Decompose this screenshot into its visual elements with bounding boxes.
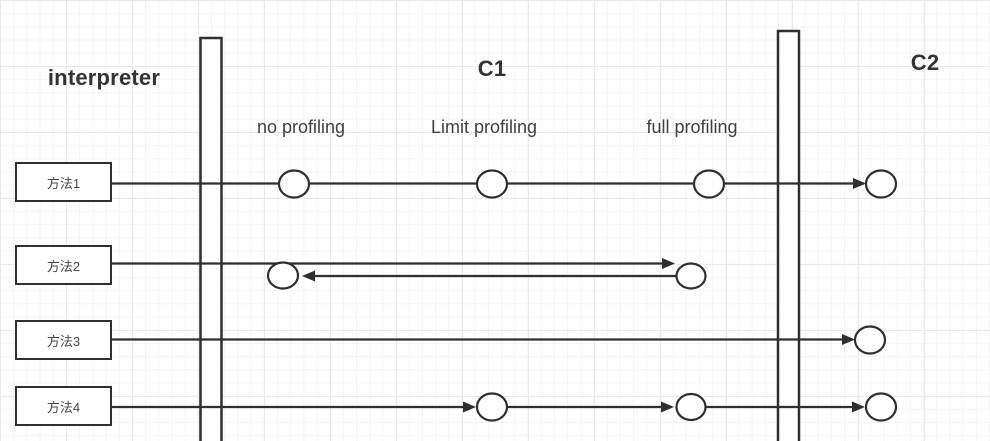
arrow-head-right xyxy=(661,401,674,413)
method-box-label: 方法3 xyxy=(46,333,81,349)
arrow-head-right xyxy=(842,334,855,345)
label-full-profiling: full profiling xyxy=(646,117,738,137)
flow-method3 xyxy=(112,325,887,355)
method-box-label: 方法2 xyxy=(46,258,81,274)
header-interpreter: interpreter xyxy=(47,65,161,90)
state-circle-full-profiling xyxy=(675,392,707,422)
label-no-profiling: no profiling xyxy=(256,117,346,137)
state-circle-c2 xyxy=(864,392,898,422)
method-box-label: 方法4 xyxy=(46,399,81,415)
arrow-head-left xyxy=(302,270,315,282)
header-c1: C1 xyxy=(477,56,507,81)
arrow-head-right xyxy=(852,401,865,413)
state-circle-c2 xyxy=(864,169,898,199)
header-c2: C2 xyxy=(910,50,940,75)
flow-method2 xyxy=(112,258,707,290)
state-circle-left xyxy=(266,261,300,290)
vertical-bar-right xyxy=(776,29,801,441)
vertical-bar-left xyxy=(199,36,223,441)
state-circle-limit-profiling xyxy=(475,392,509,422)
arrow-head-right xyxy=(463,401,476,413)
state-circle-limit-profiling xyxy=(475,169,509,199)
method-box-3: 方法3 xyxy=(15,320,112,360)
method-box-label: 方法1 xyxy=(46,175,81,191)
flow-method4 xyxy=(112,392,898,422)
method-box-4: 方法4 xyxy=(15,386,112,426)
flow-method1 xyxy=(112,169,898,199)
label-limit-profiling: Limit profiling xyxy=(430,117,538,137)
state-circle-full-profiling xyxy=(675,262,707,290)
state-circle-full-profiling xyxy=(692,169,726,199)
arrow-head-right xyxy=(662,258,675,269)
arrow-head-right xyxy=(853,178,866,189)
method-box-1: 方法1 xyxy=(15,162,112,202)
method-box-2: 方法2 xyxy=(15,245,112,285)
state-circle-c2 xyxy=(853,325,887,355)
state-circle-no-profiling xyxy=(277,169,311,199)
